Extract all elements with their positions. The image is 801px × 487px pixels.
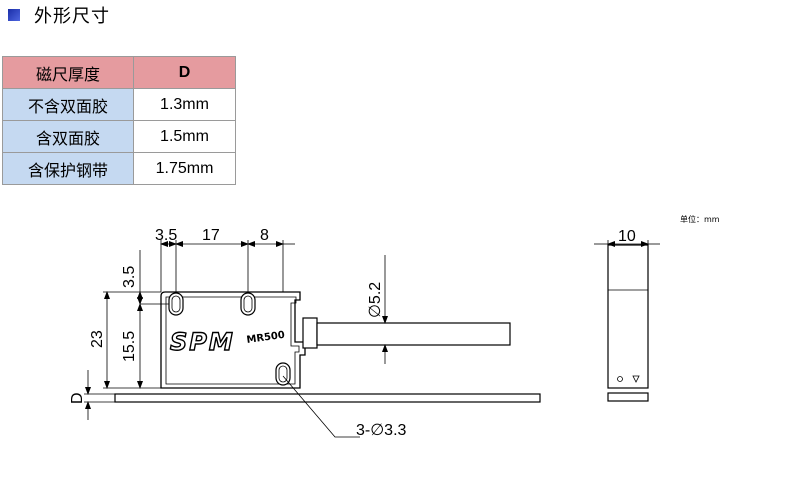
table-header-cell: 磁尺厚度: [2, 56, 134, 89]
model-label: MR500: [246, 330, 286, 346]
table-row-label: 不含双面胶: [2, 88, 134, 121]
dim-text-3-5-left: 3.5: [121, 266, 138, 288]
dim-text-15-5: 15.5: [121, 331, 138, 362]
cable: [316, 322, 511, 346]
dim-text-cable: ∅5.2: [367, 282, 384, 318]
table-row-label: 含保护钢带: [2, 152, 134, 185]
table-header-cell: D: [133, 56, 236, 89]
mounting-hole-inner: [278, 365, 288, 383]
table-row-value: 1.3mm: [133, 88, 236, 121]
table-row: 不含双面胶 1.3mm: [2, 88, 236, 121]
top-extension-lines: [160, 240, 284, 292]
dim-text-3-5-top: 3.5: [155, 227, 177, 244]
dim-text-d: D: [69, 392, 86, 404]
dim-text-23: 23: [89, 330, 106, 348]
table-row-label: 含双面胶: [2, 120, 134, 153]
hole-leader-line: [282, 375, 360, 438]
side-view: 10: [594, 228, 660, 402]
dim-text-17: 17: [202, 227, 220, 244]
magnetic-scale-strip: [114, 393, 541, 403]
dim-text-holes: 3-∅3.3: [356, 422, 407, 439]
spm-logo: SPM: [170, 328, 235, 356]
table-header-row: 磁尺厚度 D: [2, 56, 236, 89]
side-view-body: [607, 244, 649, 389]
mounting-hole-inner: [171, 295, 181, 313]
square-bullet-icon: [8, 9, 20, 21]
section-title: 外形尺寸: [34, 6, 110, 27]
dim-text-10: 10: [618, 228, 636, 245]
side-view-base: [607, 392, 649, 402]
cable-gland: [302, 317, 318, 349]
table-row-value: 1.75mm: [133, 152, 236, 185]
side-view-triangle-mark: [632, 375, 640, 383]
sensor-body-inner: [165, 296, 300, 385]
sensor-body-outline: [160, 291, 306, 389]
side-view-hole-mark: [617, 376, 623, 382]
table-row: 含双面胶 1.5mm: [2, 120, 236, 153]
table-row: 含保护钢带 1.75mm: [2, 152, 236, 185]
dim-text-8: 8: [260, 227, 269, 244]
thickness-table: 磁尺厚度 D 不含双面胶 1.3mm 含双面胶 1.5mm 含保护钢带 1.75…: [2, 56, 236, 185]
unit-note: 单位：mm: [680, 214, 720, 224]
mounting-hole-inner: [243, 295, 253, 313]
table-row-value: 1.5mm: [133, 120, 236, 153]
section-header: 外形尺寸: [8, 4, 110, 27]
